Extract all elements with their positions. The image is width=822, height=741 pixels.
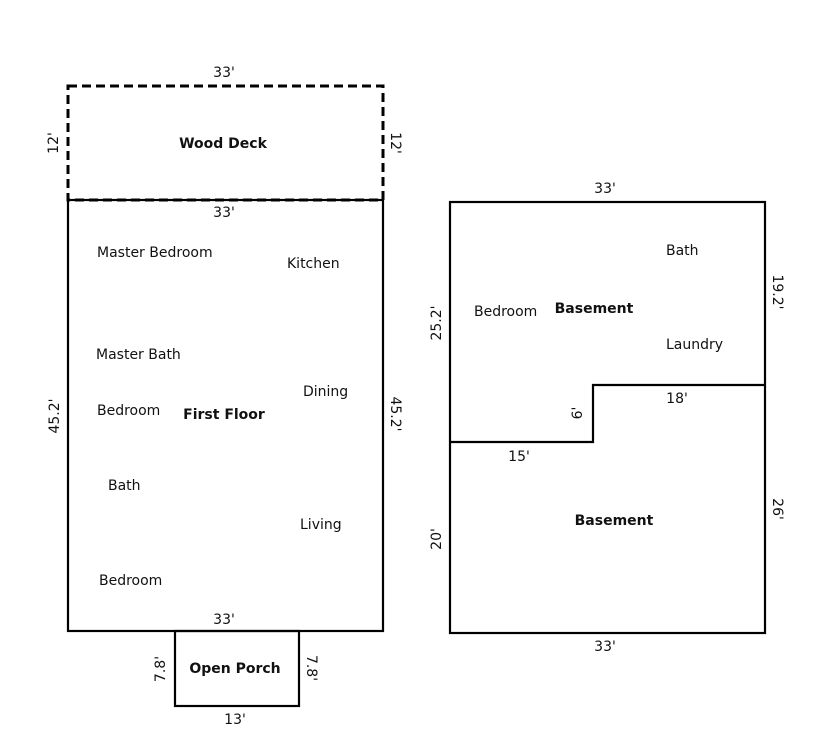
basement-upper-left-dim: 25.2' — [429, 305, 445, 340]
deck-title: Wood Deck — [179, 136, 267, 152]
room-master-bedroom: Master Bedroom — [97, 245, 213, 261]
first-floor-left-dim: 45.2' — [47, 398, 63, 433]
basement-top-dim: 33' — [594, 181, 616, 197]
porch-title: Open Porch — [189, 661, 280, 677]
room-living: Living — [300, 517, 342, 533]
deck-left-dim: 12' — [46, 132, 62, 154]
basement-lower-title: Basement — [575, 513, 654, 529]
basement-outline — [448, 200, 767, 635]
first-floor-right-dim: 45.2' — [387, 396, 403, 431]
basement-step-right-dim: 18' — [666, 391, 688, 407]
basement-upper-right-dim: 19.2' — [769, 274, 785, 309]
basement-divider-wall — [450, 383, 765, 444]
basement-bottom-dim: 33' — [594, 639, 616, 655]
deck-right-dim: 12' — [387, 132, 403, 154]
porch-right-dim: 7.8' — [303, 655, 319, 681]
basement-lower-left-dim: 20' — [429, 528, 445, 550]
wood-deck-outline — [66, 84, 385, 202]
basement-step-vertical-dim: 6' — [570, 407, 586, 420]
first-floor-title: First Floor — [183, 407, 265, 423]
first-floor-top-dim: 33' — [213, 205, 235, 221]
first-floor-bottom-dim: 33' — [213, 612, 235, 628]
porch-bottom-dim: 13' — [224, 712, 246, 728]
porch-left-dim: 7.8' — [153, 656, 169, 682]
room-bedroom-1: Bedroom — [97, 403, 160, 419]
room-master-bath: Master Bath — [96, 347, 181, 363]
room-kitchen: Kitchen — [287, 256, 340, 272]
room-bedroom-2: Bedroom — [99, 573, 162, 589]
basement-room-bath: Bath — [666, 243, 699, 259]
basement-room-laundry: Laundry — [666, 337, 723, 353]
basement-upper-title: Basement — [555, 301, 634, 317]
room-bath: Bath — [108, 478, 141, 494]
deck-top-dim: 33' — [213, 65, 235, 81]
open-porch-outline — [173, 629, 301, 708]
room-dining: Dining — [303, 384, 348, 400]
basement-step-left-dim: 15' — [508, 449, 530, 465]
basement-room-bedroom: Bedroom — [474, 304, 537, 320]
basement-lower-right-dim: 26' — [769, 498, 785, 520]
